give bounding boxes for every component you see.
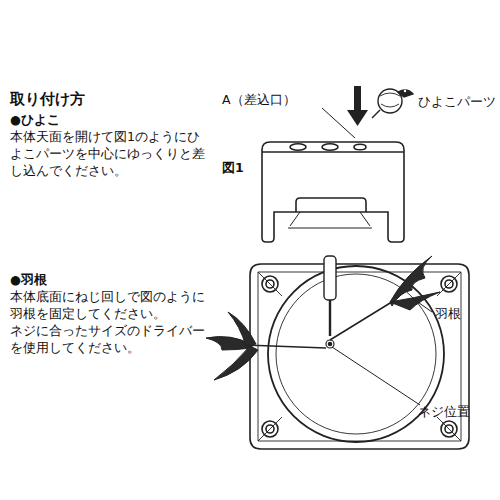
- part-label: ネジ位置: [418, 404, 470, 421]
- feather-wing: [206, 256, 440, 380]
- chick-part: [372, 89, 413, 118]
- section-heading: ●ひよこ: [10, 112, 60, 129]
- body-bottom-view: [250, 264, 469, 449]
- leader-line: [332, 347, 420, 405]
- instruction-text: ネジに合ったサイズのドライバーを使用してください。: [10, 323, 210, 357]
- part-label: ひよこパーツ: [418, 94, 496, 111]
- leader-line: [322, 108, 355, 138]
- body-side-view: [262, 142, 404, 242]
- instruction-text: 本体天面を開けて図1のようにひよこパーツを中心にゆっくりと差し込んでください。: [10, 129, 210, 180]
- screwdriver: [324, 256, 336, 336]
- figure-label: 図1: [222, 160, 244, 177]
- insert-arrow: [347, 86, 368, 126]
- part-label: 羽根: [435, 306, 461, 323]
- instruction-text: 本体底面にねじ回しで図のように羽根を固定してください。: [10, 289, 210, 323]
- section-heading: ●羽根: [10, 272, 47, 289]
- heading: 取り付け方: [10, 90, 85, 110]
- part-label: A（差込口）: [222, 92, 296, 109]
- leader-line: [412, 298, 432, 312]
